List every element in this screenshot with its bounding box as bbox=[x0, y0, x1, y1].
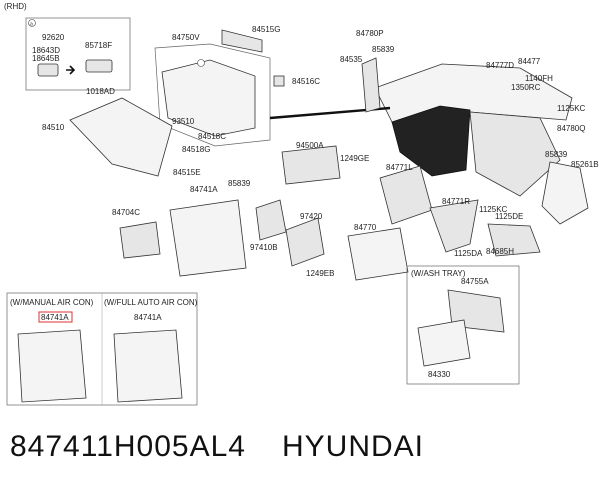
label-84515e: 84515E bbox=[173, 168, 201, 177]
label-84516c: 84516C bbox=[292, 77, 320, 86]
glovebox-84510-shape bbox=[69, 97, 173, 177]
switch-shape bbox=[85, 59, 113, 73]
cover-84704c-shape bbox=[119, 221, 161, 259]
label-84685h: 84685H bbox=[486, 247, 514, 256]
label-18643d: 18643D bbox=[32, 46, 60, 55]
label-94500a: 94500A bbox=[296, 141, 324, 150]
lower-84770-shape bbox=[347, 227, 409, 281]
glovebox-housing-shape bbox=[161, 59, 256, 137]
label-84510: 84510 bbox=[42, 123, 65, 132]
panel-84771r-shape bbox=[429, 199, 479, 253]
detail-marker-a bbox=[28, 19, 36, 27]
label-auto-air: (W/FULL AUTO AIR CON) bbox=[104, 298, 198, 307]
label-1140fh: 1140FH bbox=[525, 74, 553, 83]
label-85718f: 85718F bbox=[85, 41, 112, 50]
label-1125kc-a: 1125KC bbox=[557, 104, 586, 113]
trim-84685h-shape bbox=[487, 223, 541, 257]
label-1018ad: 1018AD bbox=[86, 87, 115, 96]
label-ash-tray: (W/ASH TRAY) bbox=[411, 269, 466, 278]
arrow-right-icon bbox=[66, 65, 76, 75]
lamp-socket-shape bbox=[37, 63, 59, 77]
part-caption: 847411H005AL4 HYUNDAI bbox=[10, 430, 424, 464]
bracket-84515g-shape bbox=[221, 29, 263, 53]
dash-lower-shape bbox=[469, 111, 561, 197]
ash-tray-inset: (W/ASH TRAY) 84755A 84330 bbox=[406, 265, 520, 385]
label-1125de: 1125DE bbox=[495, 212, 523, 221]
label-84770: 84770 bbox=[354, 223, 377, 232]
label-85261b: 85261B bbox=[571, 160, 599, 169]
label-85839-a: 85839 bbox=[372, 45, 395, 54]
label-85839-c: 85839 bbox=[228, 179, 251, 188]
label-84777d: 84777D bbox=[486, 61, 514, 70]
label-1125kc-b: 1125KC bbox=[479, 205, 508, 214]
label-93510: 93510 bbox=[172, 117, 195, 126]
label-1249eb: 1249EB bbox=[306, 269, 334, 278]
label-84780q: 84780Q bbox=[557, 124, 585, 133]
part-number: 847411H005AL4 bbox=[10, 430, 246, 463]
label-1249ge: 1249GE bbox=[340, 154, 369, 163]
center-fascia-opening-shape bbox=[391, 105, 471, 177]
label-1125da: 1125DA bbox=[454, 249, 483, 258]
center-fascia-84741a-shape bbox=[169, 199, 247, 277]
label-84704c: 84704C bbox=[112, 208, 140, 217]
parts-diagram: (RHD) a 92620 18643D 18645B 85718F 84750… bbox=[4, 2, 599, 406]
clip-detail-box bbox=[25, 17, 131, 91]
side-panel-84780q-shape bbox=[541, 161, 589, 225]
vent-97420-shape bbox=[285, 217, 325, 267]
label-92620: 92620 bbox=[42, 33, 65, 42]
label-97420: 97420 bbox=[300, 212, 323, 221]
label-85839-b: 85839 bbox=[545, 150, 568, 159]
ash-tray-box bbox=[406, 265, 520, 385]
detail-marker-a-glyph: a bbox=[30, 22, 33, 28]
label-84741a-b: 84741A bbox=[41, 313, 69, 322]
panel-84771l-shape bbox=[379, 165, 433, 225]
label-84780p: 84780P bbox=[356, 29, 384, 38]
detail-marker-a2 bbox=[197, 59, 205, 67]
manual-fascia-shape bbox=[17, 329, 87, 403]
glovebox-housing-group: 84750V 93510 84518C bbox=[154, 33, 271, 147]
clip-detail-group: a 92620 18643D 18645B 85718F bbox=[25, 17, 131, 91]
vent-97410b-shape bbox=[255, 199, 287, 241]
air-con-variants-inset: (W/MANUAL AIR CON) (W/FULL AUTO AIR CON)… bbox=[6, 292, 198, 406]
label-18645b: 18645B bbox=[32, 54, 60, 63]
side-cover-84535-shape bbox=[361, 57, 381, 113]
label-84771l: 84771L bbox=[386, 163, 413, 172]
label-1350rc: 1350RC bbox=[511, 83, 541, 92]
label-84755a: 84755A bbox=[461, 277, 489, 286]
label-84515g: 84515G bbox=[252, 25, 280, 34]
brand-name: HYUNDAI bbox=[281, 430, 424, 463]
label-84518c: 84518C bbox=[198, 132, 226, 141]
auto-fascia-shape bbox=[113, 329, 183, 403]
label-84477: 84477 bbox=[518, 57, 541, 66]
label-84741a-a: 84741A bbox=[190, 185, 218, 194]
rhd-label: (RHD) bbox=[4, 2, 27, 11]
label-84771r: 84771R bbox=[442, 197, 470, 206]
clip-84516c-shape bbox=[273, 75, 285, 87]
highlight-box bbox=[38, 311, 73, 323]
label-84518g: 84518G bbox=[182, 145, 210, 154]
label-84750v: 84750V bbox=[172, 33, 200, 42]
label-84330: 84330 bbox=[428, 370, 451, 379]
label-84741a-c: 84741A bbox=[134, 313, 162, 322]
ash-tray-84330-shape bbox=[417, 319, 471, 367]
cluster-94500a-shape bbox=[281, 145, 341, 185]
label-97410b: 97410B bbox=[250, 243, 278, 252]
label-manual-air: (W/MANUAL AIR CON) bbox=[10, 298, 94, 307]
label-84535: 84535 bbox=[340, 55, 363, 64]
